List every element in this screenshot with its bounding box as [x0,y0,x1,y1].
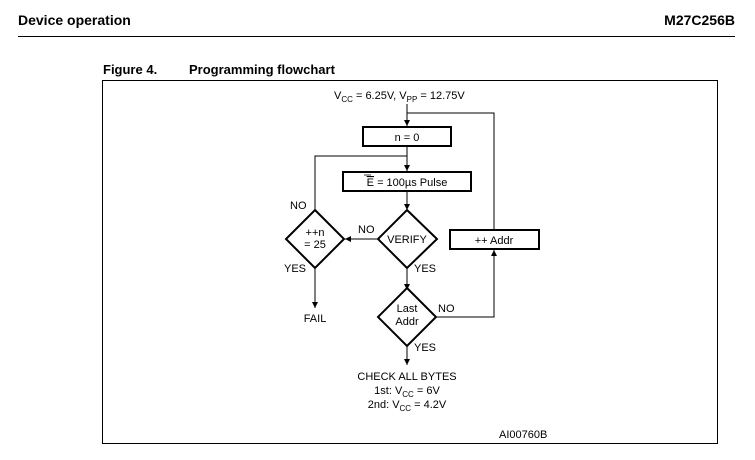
figure-caption: Figure 4. Programming flowchart [103,62,335,77]
fail-label: FAIL [304,313,327,325]
figure-number: Figure 4. [103,62,158,77]
last-addr-line1: Last [397,303,418,315]
incr-box-label: ++ Addr [475,235,514,247]
figure-code: AI00760B [499,429,547,441]
label-yes-verify: YES [414,263,436,275]
pulse-box [342,171,472,192]
flow-lines [312,104,497,365]
start-condition: VCC = 6.25V, VPP = 12.75V [334,90,465,104]
init-box [362,126,452,147]
count-diamond [284,208,346,270]
figure-title: Programming flowchart [189,62,335,77]
last-addr-diamond [376,286,438,348]
init-box-label: n = 0 [395,132,420,144]
check-first-pass: 1st: VCC = 6V [374,385,440,399]
verify-diamond [376,208,439,270]
figure-frame [102,80,718,444]
incr-box [449,229,540,250]
label-no-last: NO [438,303,455,315]
last-addr-line2: Addr [395,316,419,328]
check-all-bytes: CHECK ALL BYTES [357,371,456,383]
label-yes-last: YES [414,342,436,354]
pulse-box-label: E = 100µs Pulse [367,177,448,189]
header-rule [18,36,735,37]
label-no-count: NO [290,200,307,212]
count-diamond-line1: ++n [306,227,325,239]
check-second-pass: 2nd: VCC = 4.2V [368,399,447,413]
loop-incr-to-init [407,112,495,230]
label-no-verify: NO [358,224,375,236]
count-diamond-line2: = 25 [304,239,326,251]
verify-diamond-label: VERIFY [387,234,427,246]
arrow-last-to-incr [436,250,497,318]
section-title: Device operation [18,12,131,28]
part-number: M27C256B [664,12,735,28]
label-yes-count: YES [284,263,306,275]
loop-count-retry [314,155,407,210]
